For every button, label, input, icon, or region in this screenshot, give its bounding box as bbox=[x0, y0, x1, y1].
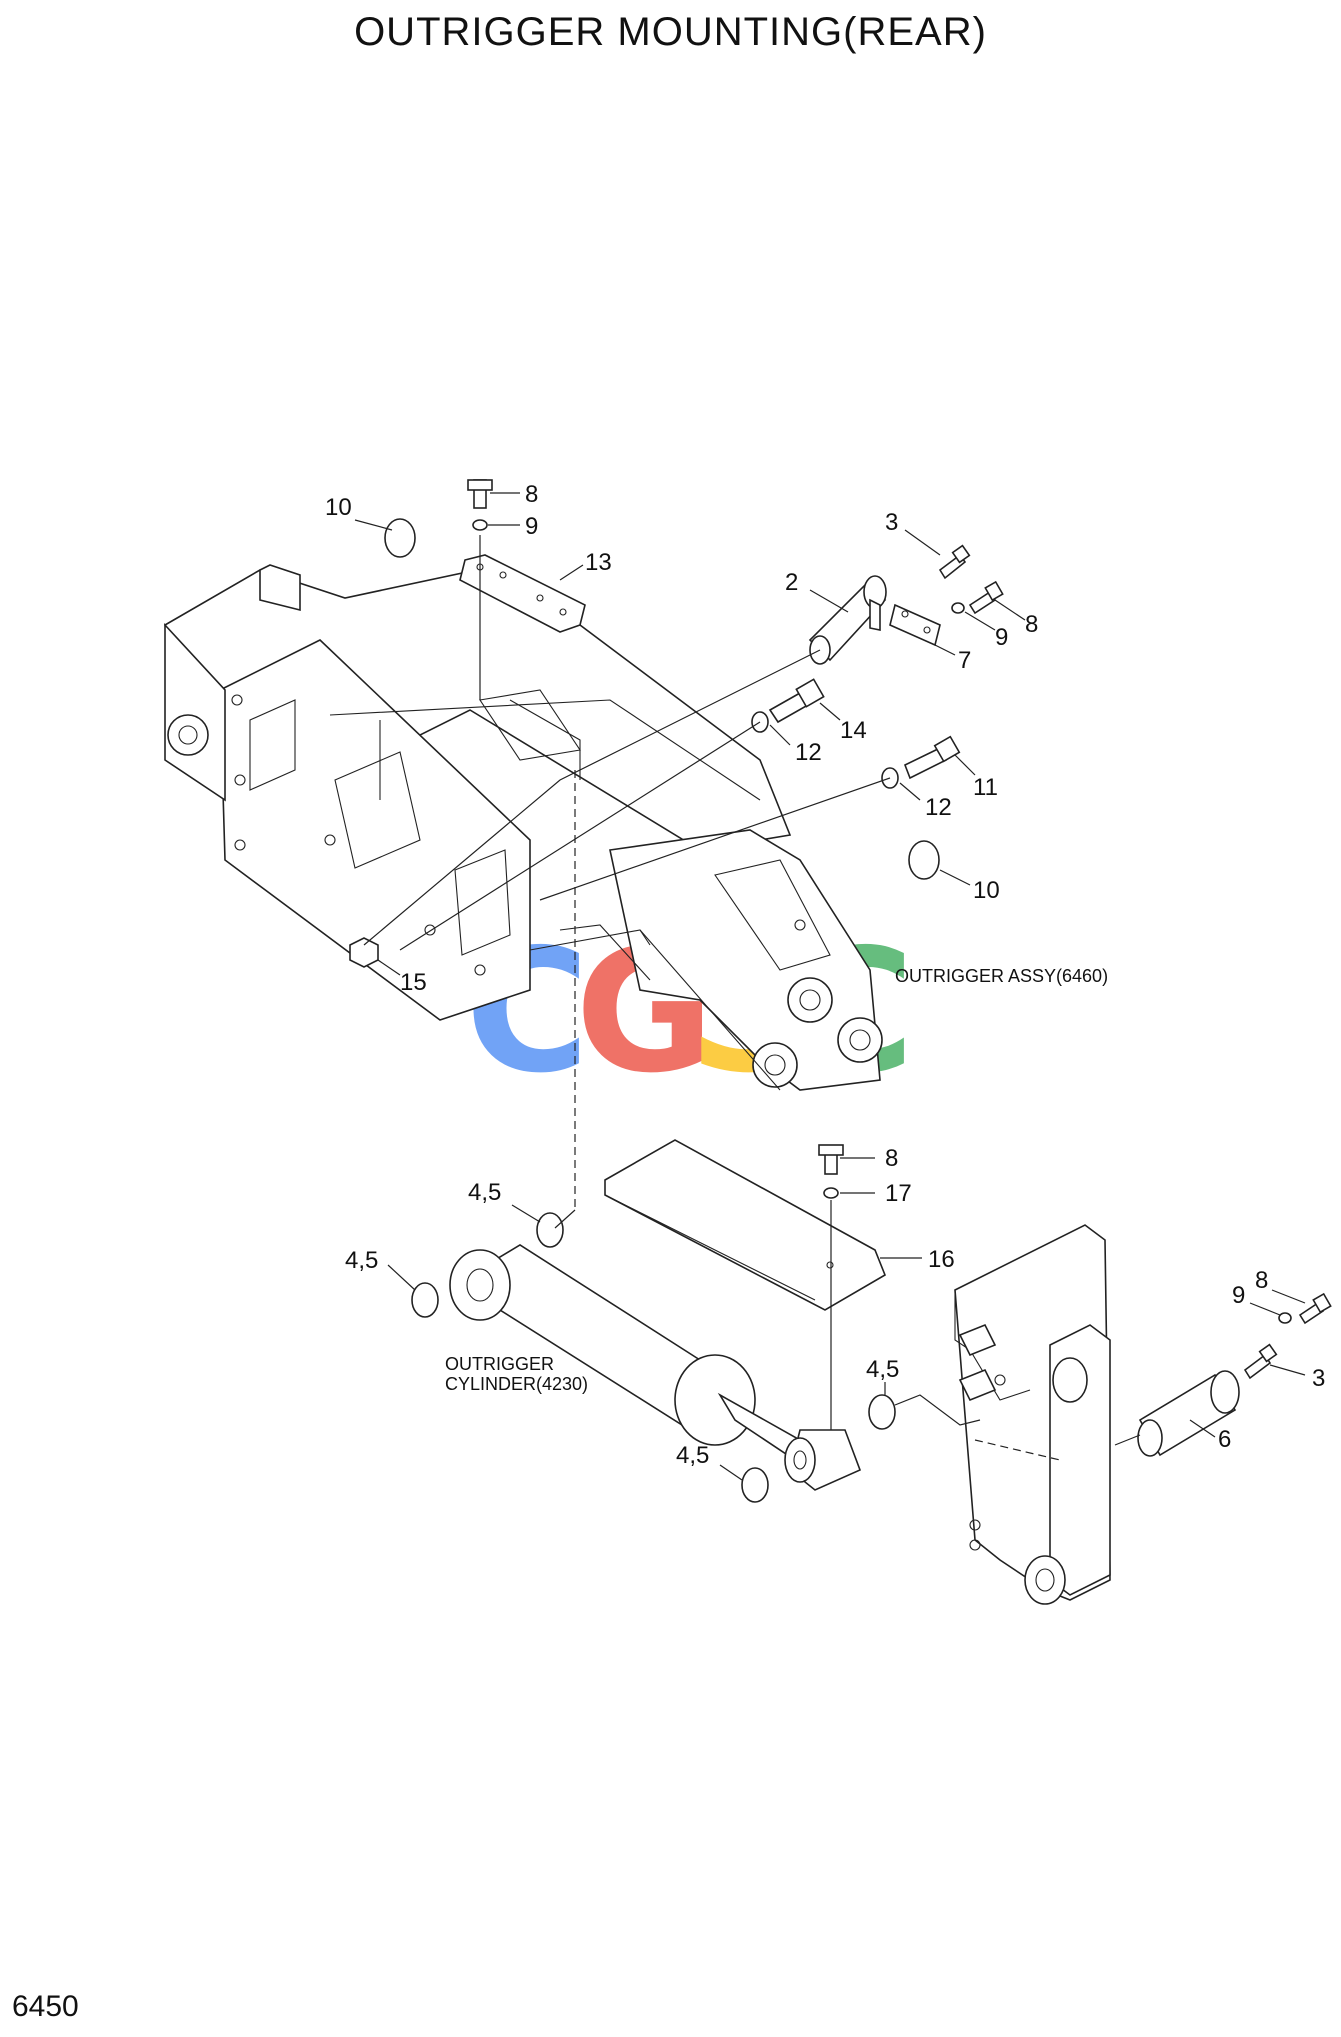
oring-4-5-c bbox=[868, 1394, 896, 1430]
callout-9-right: 9 bbox=[995, 624, 1008, 651]
callout-4-5-d: 4,5 bbox=[676, 1442, 709, 1469]
callout-15: 15 bbox=[400, 969, 427, 996]
bolt-8-top bbox=[467, 479, 493, 509]
page-title: OUTRIGGER MOUNTING(REAR) bbox=[354, 10, 987, 54]
callout-labels: 10 8 9 13 3 2 8 9 7 14 12 11 12 10 15 8 … bbox=[325, 481, 1325, 1469]
washer-9-lower bbox=[1278, 1312, 1292, 1324]
bolt-8-lower bbox=[818, 1144, 844, 1175]
oring-4-5-b bbox=[411, 1282, 439, 1318]
callout-leaders bbox=[354, 492, 1306, 1481]
bolt-8-lower-right bbox=[1298, 1292, 1332, 1325]
note-outrigger-assy: OUTRIGGER ASSY(6460) bbox=[895, 966, 1108, 986]
callout-16: 16 bbox=[928, 1246, 955, 1273]
bolt-14 bbox=[768, 678, 825, 724]
callout-12-lower: 12 bbox=[925, 794, 952, 821]
callout-8-right: 8 bbox=[1025, 611, 1038, 638]
callout-9-top: 9 bbox=[525, 513, 538, 540]
callout-6: 6 bbox=[1218, 1426, 1231, 1453]
callout-8-lower-right: 8 bbox=[1255, 1267, 1268, 1294]
bolt-8-right-top bbox=[968, 580, 1004, 615]
assembly-lines bbox=[363, 535, 1141, 1461]
outrigger-cylinder bbox=[449, 1244, 862, 1491]
bolt-11 bbox=[903, 735, 961, 780]
pin-6 bbox=[1137, 1370, 1240, 1457]
callout-8-top: 8 bbox=[525, 481, 538, 508]
callout-7: 7 bbox=[958, 647, 971, 674]
callout-9-lower-right: 9 bbox=[1232, 1282, 1245, 1309]
callout-17: 17 bbox=[885, 1180, 912, 1207]
callout-4-5-c: 4,5 bbox=[866, 1356, 899, 1383]
plate-7 bbox=[889, 603, 941, 647]
oring-4-5-d bbox=[741, 1467, 769, 1503]
callout-4-5-a: 4,5 bbox=[468, 1179, 501, 1206]
callout-10-top: 10 bbox=[325, 494, 352, 521]
callout-11: 11 bbox=[973, 774, 998, 801]
washer-9-top bbox=[472, 519, 488, 531]
cap-10-left bbox=[384, 518, 416, 558]
washer-17 bbox=[823, 1187, 839, 1199]
pin-2 bbox=[808, 575, 887, 665]
callout-3-top: 3 bbox=[885, 509, 898, 536]
callout-8-lower: 8 bbox=[885, 1145, 898, 1172]
callout-3-lower: 3 bbox=[1312, 1365, 1325, 1392]
bolt-3-top bbox=[938, 544, 971, 580]
callout-4-5-b: 4,5 bbox=[345, 1247, 378, 1274]
outrigger-bracket bbox=[954, 1224, 1111, 1605]
nut-15 bbox=[349, 937, 379, 968]
washer-9-right-top bbox=[951, 602, 965, 614]
page-number: 6450 bbox=[12, 1990, 79, 2023]
note-cylinder-line2: CYLINDER(4230) bbox=[445, 1374, 588, 1394]
note-cylinder-line1: OUTRIGGER bbox=[445, 1354, 554, 1374]
outrigger-frame bbox=[163, 564, 883, 1091]
callout-14: 14 bbox=[840, 717, 867, 744]
callout-10-right: 10 bbox=[973, 877, 1000, 904]
callout-12-upper: 12 bbox=[795, 739, 822, 766]
callout-13: 13 bbox=[585, 549, 612, 576]
oring-4-5-a bbox=[536, 1212, 564, 1248]
cap-10-right bbox=[908, 840, 940, 880]
cover-plate-13 bbox=[459, 554, 586, 633]
bolt-3-lower bbox=[1243, 1343, 1278, 1380]
callout-2: 2 bbox=[785, 569, 798, 596]
cover-16 bbox=[604, 1139, 886, 1311]
